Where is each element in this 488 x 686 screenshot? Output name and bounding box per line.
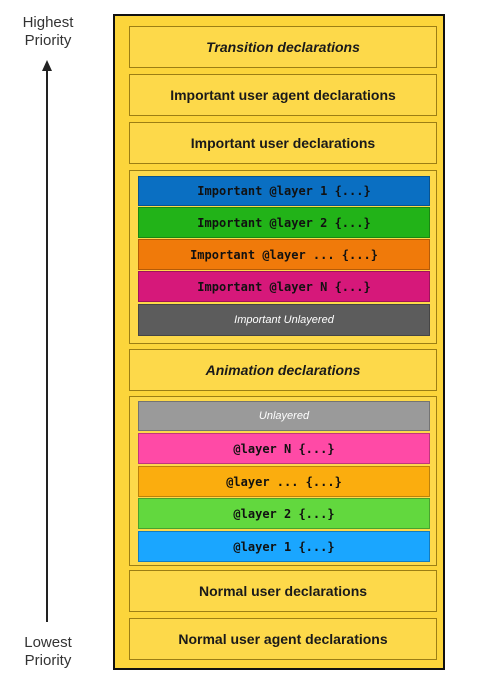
important-layer-1: Important @layer 1 {...}: [138, 176, 430, 206]
layer-ellipsis: @layer ... {...}: [138, 466, 430, 497]
lowest-priority-line2: Priority: [24, 652, 72, 669]
animation-declarations-box: Animation declarations: [129, 349, 437, 391]
transition-declarations-box: Transition declarations: [129, 26, 437, 68]
important-layer-2: Important @layer 2 {...}: [138, 207, 430, 238]
cascade-stack: Transition declarations Important user a…: [113, 14, 445, 670]
normal-user-agent-box: Normal user agent declarations: [129, 618, 437, 660]
important-user-box: Important user declarations: [129, 122, 437, 164]
important-layer-n: Important @layer N {...}: [138, 271, 430, 302]
layer-2: @layer 2 {...}: [138, 498, 430, 529]
priority-arrow-shaft: [46, 70, 48, 622]
highest-priority-label: Highest Priority: [8, 14, 88, 50]
lowest-priority-line1: Lowest: [24, 634, 72, 651]
normal-unlayered: Unlayered: [138, 401, 430, 431]
important-layers-group: Important @layer 1 {...} Important @laye…: [129, 170, 437, 344]
layer-n: @layer N {...}: [138, 433, 430, 464]
lowest-priority-label: Lowest Priority: [8, 634, 88, 670]
normal-layers-group: Unlayered @layer N {...} @layer ... {...…: [129, 396, 437, 566]
important-layer-ellipsis: Important @layer ... {...}: [138, 239, 430, 270]
important-unlayered: Important Unlayered: [138, 304, 430, 336]
arrow-up-icon: [42, 60, 52, 71]
normal-user-box: Normal user declarations: [129, 570, 437, 612]
important-user-agent-box: Important user agent declarations: [129, 74, 437, 116]
layer-1: @layer 1 {...}: [138, 531, 430, 562]
highest-priority-line2: Priority: [24, 32, 72, 49]
highest-priority-line1: Highest: [22, 14, 74, 31]
